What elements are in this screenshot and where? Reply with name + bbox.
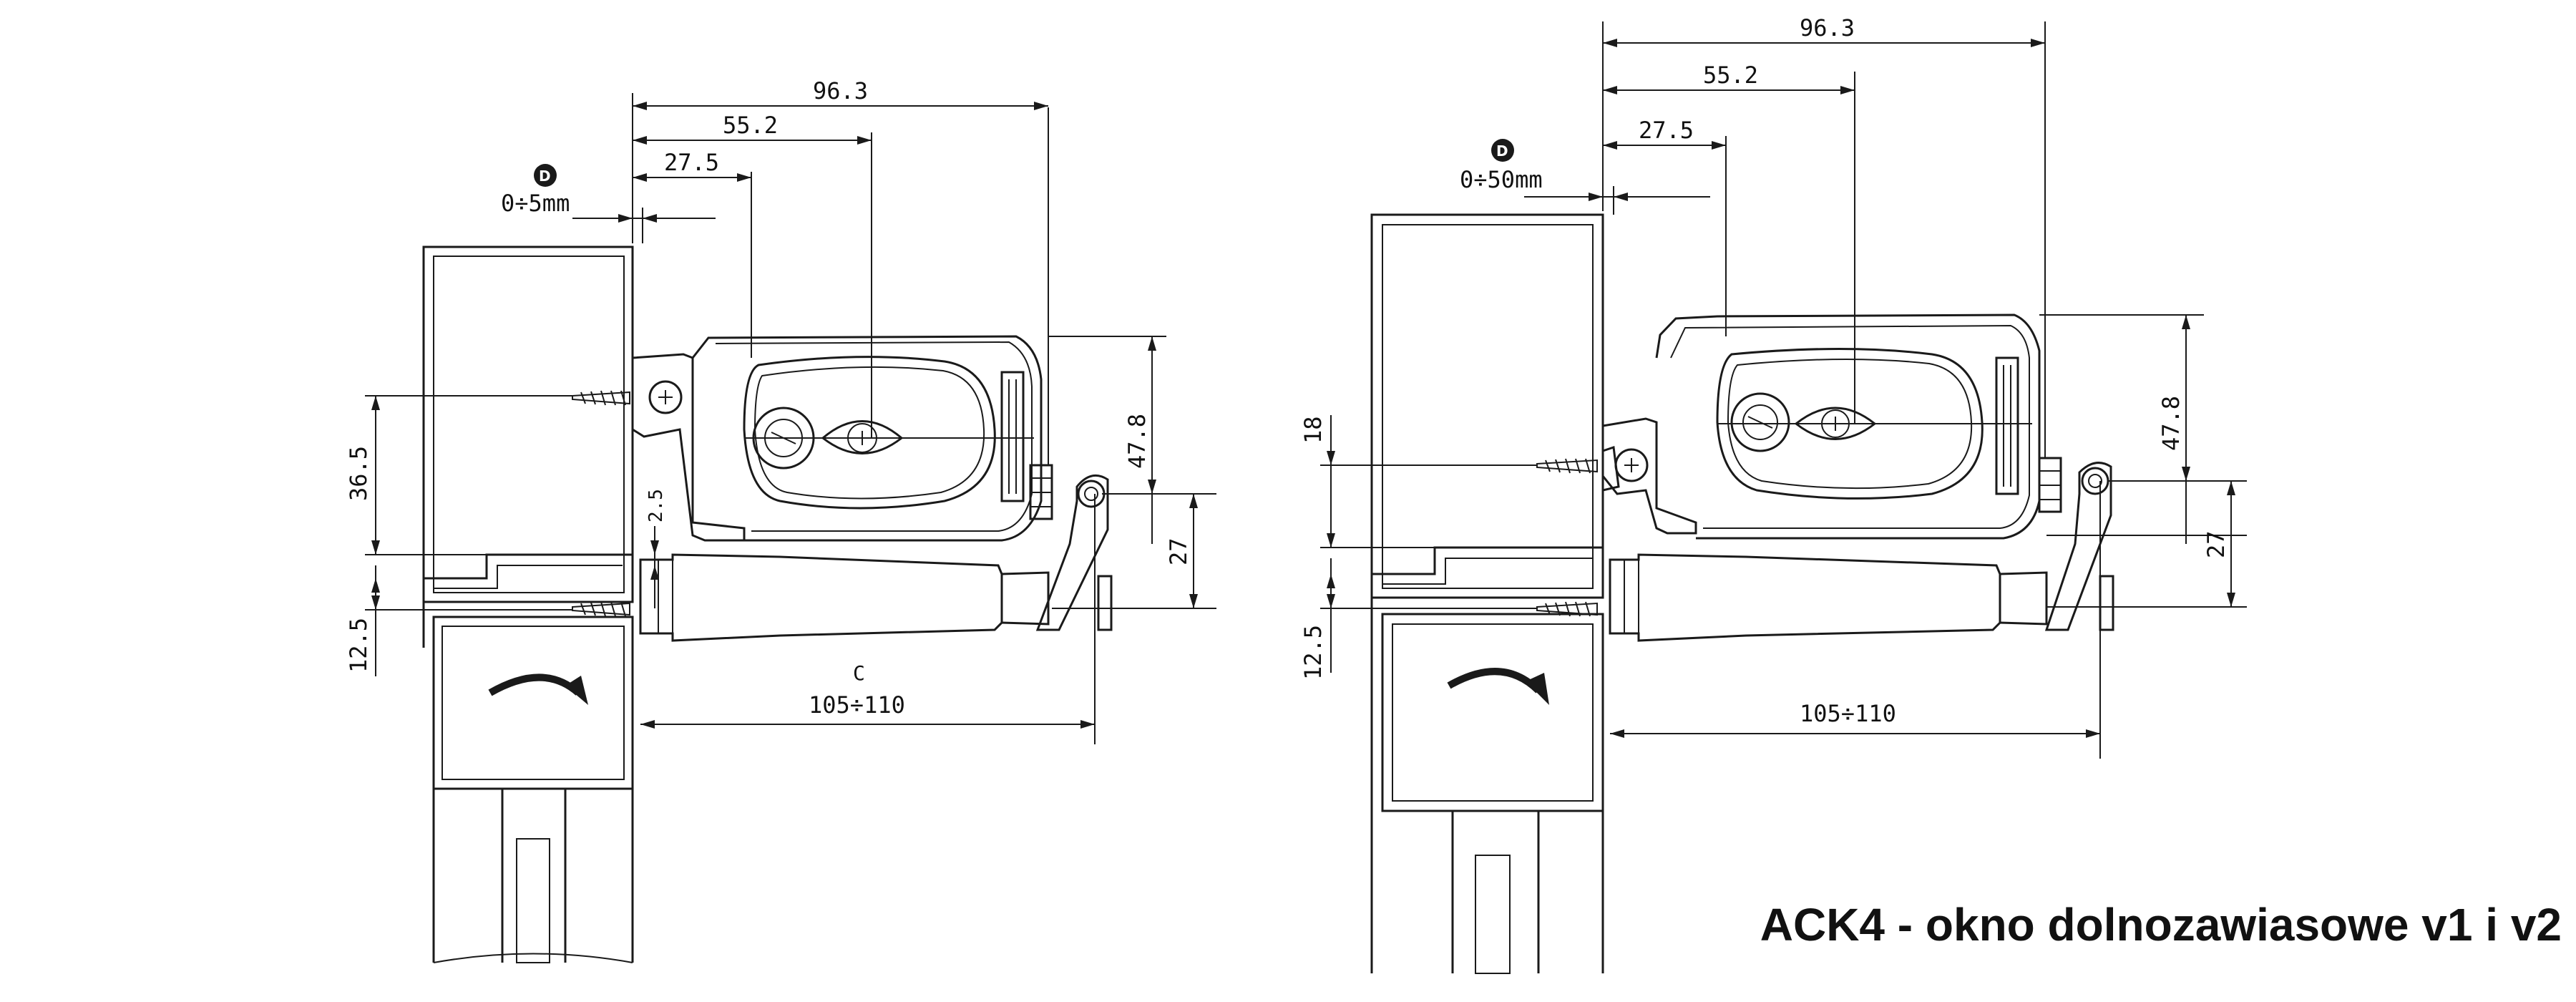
left-dim-span: 105÷110 bbox=[809, 691, 905, 719]
right-dim-27-5: 27.5 bbox=[1639, 117, 1694, 144]
right-chain-tube bbox=[1609, 553, 2048, 642]
left-screw-bottom-icon bbox=[572, 601, 630, 617]
left-gap-symbol-icon bbox=[534, 164, 557, 187]
right-dim-55-2: 55.2 bbox=[1703, 62, 1758, 89]
left-c-symbol: C bbox=[853, 661, 865, 685]
right-dim-18: 18 bbox=[1299, 416, 1327, 444]
left-frame-profile bbox=[422, 245, 634, 963]
right-frame-profile bbox=[1370, 213, 1604, 974]
left-gap-symbol: D bbox=[539, 167, 551, 185]
right-dim-27: 27 bbox=[2202, 530, 2230, 558]
right-gap-symbol-icon bbox=[1491, 139, 1514, 162]
left-dim-96-3: 96.3 bbox=[813, 77, 868, 104]
left-dim-27-5: 27.5 bbox=[664, 149, 719, 176]
right-screw-top-icon bbox=[1536, 458, 1598, 474]
left-dimensions bbox=[365, 93, 1216, 744]
right-dim-span: 105÷110 bbox=[1800, 700, 1896, 727]
left-view: 96.3 55.2 27.5 D 0÷5mm 36.5 12.5 2.5 47.… bbox=[345, 77, 1216, 963]
left-dim-2-5: 2.5 bbox=[645, 489, 667, 522]
left-dim-12-5: 12.5 bbox=[345, 618, 372, 673]
left-dim-36-5: 36.5 bbox=[345, 446, 372, 501]
right-gap-symbol: D bbox=[1496, 142, 1508, 160]
drawing-title: ACK4 - okno dolnozawiasowe v1 i v2 bbox=[1760, 899, 2562, 950]
left-mount-screw-icon bbox=[648, 380, 683, 414]
right-actuator-body bbox=[1601, 313, 2114, 631]
right-dim-96-3: 96.3 bbox=[1800, 14, 1855, 42]
right-screw-bottom-icon bbox=[1536, 601, 1598, 617]
right-dim-12-5: 12.5 bbox=[1299, 625, 1327, 680]
left-dim-27: 27 bbox=[1165, 538, 1192, 565]
right-gap-range: 0÷50mm bbox=[1460, 166, 1543, 193]
left-dim-55-2: 55.2 bbox=[723, 112, 778, 139]
right-mount-screw-icon bbox=[1601, 445, 1649, 492]
right-dim-47-8: 47.8 bbox=[2157, 396, 2185, 451]
right-open-arrow-icon bbox=[1447, 668, 1549, 705]
left-gap-range: 0÷5mm bbox=[501, 190, 570, 217]
left-actuator-body bbox=[631, 335, 1113, 631]
left-dim-47-8: 47.8 bbox=[1123, 414, 1151, 469]
left-open-arrow-icon bbox=[488, 673, 588, 705]
left-screw-top-icon bbox=[572, 390, 630, 406]
right-view: 96.3 55.2 27.5 D 0÷50mm 18 12.5 47.8 27 … bbox=[1299, 14, 2247, 974]
right-dimensions bbox=[1320, 21, 2247, 759]
left-chain-tube bbox=[639, 553, 1050, 642]
